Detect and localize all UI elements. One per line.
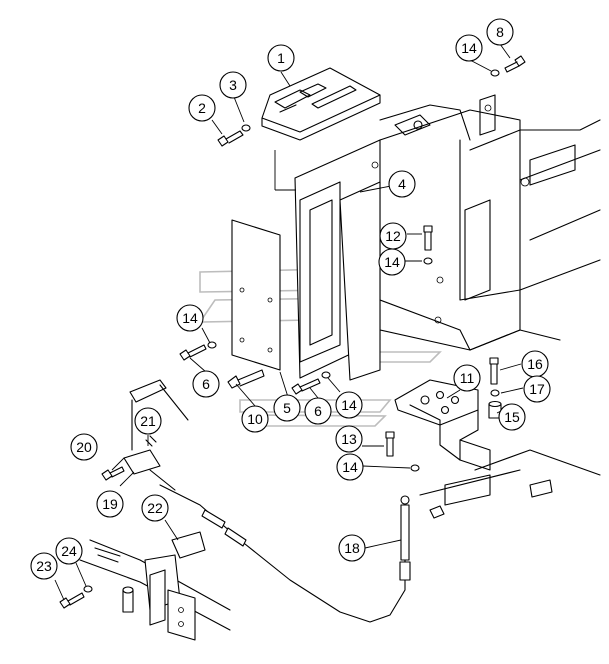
cover-plate: [261, 67, 381, 141]
callout-label-21: 21: [140, 413, 156, 429]
callout-label-2: 2: [198, 100, 206, 116]
callout-14a: 14: [455, 34, 483, 62]
callout-4: 4: [388, 170, 416, 198]
leader-lines: [54, 43, 524, 601]
callout-14e: 14: [336, 453, 364, 481]
callout-12: 12: [379, 222, 407, 250]
callout-11: 11: [453, 364, 481, 392]
callout-label-19: 19: [102, 496, 118, 512]
pedal-bracket: [394, 379, 601, 519]
callout-label-8: 8: [496, 24, 504, 40]
frame-housing: [294, 94, 601, 381]
callout-5: 5: [273, 394, 301, 422]
callout-21: 21: [134, 407, 162, 435]
callout-label-17: 17: [529, 381, 545, 397]
callout-15: 15: [498, 403, 526, 431]
callout-18: 18: [338, 534, 366, 562]
callout-24: 24: [55, 537, 83, 565]
callout-label-4: 4: [398, 176, 406, 192]
callout-label-24: 24: [61, 543, 77, 559]
callout-label-14c: 14: [182, 310, 198, 326]
callout-label-14e: 14: [342, 459, 358, 475]
callout-label-22: 22: [147, 500, 163, 516]
callout-6b: 6: [304, 397, 332, 425]
callout-label-6a: 6: [202, 376, 210, 392]
callout-10: 10: [241, 405, 269, 433]
callout-14b: 14: [378, 248, 406, 276]
callout-23: 23: [30, 552, 58, 580]
lower-bracket: [79, 539, 231, 641]
control-cable: [159, 484, 411, 623]
callout-14d: 14: [335, 391, 363, 419]
callout-16: 16: [521, 350, 549, 378]
callout-label-10: 10: [247, 411, 263, 427]
callout-label-5: 5: [283, 400, 291, 416]
side-plate: [231, 219, 281, 371]
callout-label-13: 13: [341, 431, 357, 447]
callouts: 1 2 3 4 5 6 6 8 10 11 12 13 14 14 14 14 …: [30, 18, 551, 580]
callout-label-15: 15: [504, 409, 520, 425]
callout-19: 19: [96, 490, 124, 518]
callout-2: 2: [188, 94, 216, 122]
callout-label-16: 16: [527, 356, 543, 372]
callout-20: 20: [70, 433, 98, 461]
callout-6a: 6: [192, 370, 220, 398]
callout-14c: 14: [176, 304, 204, 332]
cable-clamp: [171, 531, 206, 559]
bolts-and-washers: [59, 55, 526, 609]
callout-label-23: 23: [36, 558, 52, 574]
callout-label-12: 12: [385, 228, 401, 244]
callout-label-1: 1: [277, 50, 285, 66]
callout-label-14a: 14: [461, 40, 477, 56]
callout-1: 1: [267, 44, 295, 72]
callout-label-14b: 14: [384, 254, 400, 270]
callout-label-14d: 14: [341, 397, 357, 413]
lever-linkage: [123, 379, 189, 491]
callout-8: 8: [486, 18, 514, 46]
callout-label-11: 11: [460, 370, 475, 386]
callout-label-3: 3: [229, 77, 237, 93]
callout-label-6b: 6: [314, 403, 322, 419]
callout-13: 13: [335, 425, 363, 453]
callout-3: 3: [219, 71, 247, 99]
callout-17: 17: [523, 375, 551, 403]
callout-label-20: 20: [76, 439, 92, 455]
callout-22: 22: [141, 494, 169, 522]
callout-label-18: 18: [344, 540, 360, 556]
